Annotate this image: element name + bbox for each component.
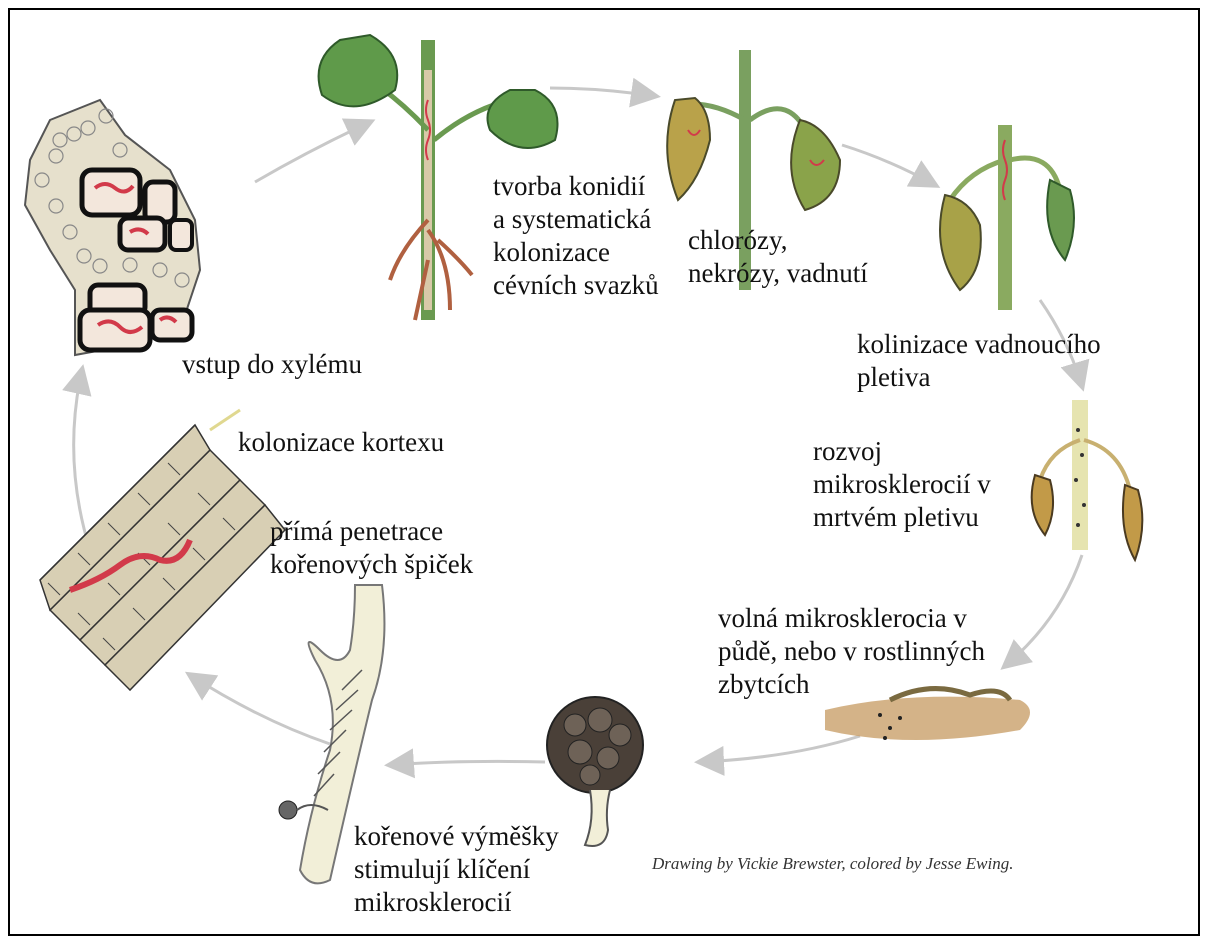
disease-cycle-illustration [10,10,1202,938]
label-root-penetration: přímá penetrace kořenových špiček [270,515,473,581]
label-microsclerotia-development: rozvoj mikrosklerocií v mrtvém pletivu [813,435,991,534]
arrow-conidia-to-chlorosis [550,88,655,96]
diagram-frame: tvorba konidií a systematická kolonizace… [8,8,1200,936]
xylem-cells-illustration [25,100,200,355]
label-cortex-colonization: kolonizace kortexu [238,426,444,459]
arrow-chlorosis-to-wilting [842,145,935,185]
arrow-soil-to-microsclerotium [700,736,860,762]
wilting-plant-illustration [940,125,1074,310]
label-chlorosis: chlorózy, nekrózy, vadnutí [688,224,868,290]
arrow-root-to-cortex [190,675,330,744]
arrow-cortex-to-xylem [74,370,90,550]
arrow-dead-to-soil [1005,555,1082,666]
label-xylem-entry: vstup do xylému [182,348,362,381]
arrow-microsclerotium-to-root [390,761,545,765]
label-root-exudates: kořenové výměšky stimulují klíčení mikro… [354,820,559,919]
label-conidia-formation: tvorba konidií a systematická kolonizace… [493,170,659,302]
arrow-xylem-to-conidia [255,122,370,182]
dead-plant-illustration [1032,400,1143,560]
label-wilting-colonization: kolinizace vadnoucího pletiva [857,328,1101,394]
illustration-credit: Drawing by Vickie Brewster, colored by J… [652,854,1013,874]
label-free-microsclerotia: volná mikrosklerocia v půdě, nebo v rost… [718,602,985,701]
microsclerotium-illustration [547,697,643,846]
